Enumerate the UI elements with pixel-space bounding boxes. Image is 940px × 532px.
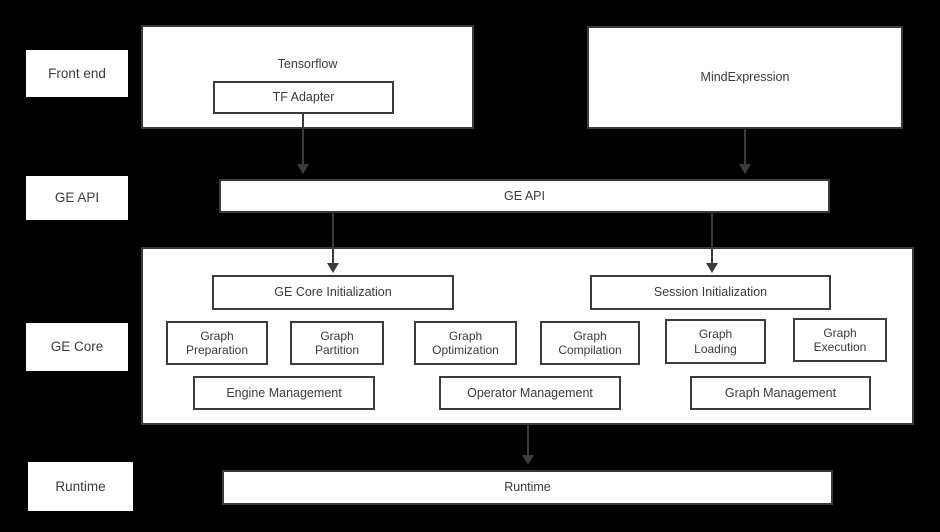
layer-label-front-end: Front end xyxy=(26,50,128,97)
connector-tf-adapter-to-ge-api xyxy=(302,114,304,166)
graph-execution-line2: Execution xyxy=(813,340,867,354)
mindexpression-container: MindExpression xyxy=(587,26,903,129)
layer-label-ge-core: GE Core xyxy=(26,323,128,371)
graph-loading-box[interactable]: Graph Loading xyxy=(665,319,766,364)
graph-preparation-line1: Graph xyxy=(200,328,234,343)
graph-partition-line1: Graph xyxy=(320,328,354,343)
graph-loading-line1: Graph xyxy=(698,327,733,342)
graph-optimization-line1: Graph xyxy=(448,328,483,343)
graph-execution-box[interactable]: Graph Execution xyxy=(793,318,887,362)
ge-core-initialization-box[interactable]: GE Core Initialization xyxy=(212,275,454,310)
arrowhead-ge-api-to-ge-core-initialization xyxy=(327,263,339,273)
graph-compilation-line1: Graph xyxy=(573,328,607,343)
layer-label-runtime: Runtime xyxy=(28,462,133,511)
graph-execution-line1: Graph xyxy=(823,325,857,340)
session-initialization-box[interactable]: Session Initialization xyxy=(590,275,831,310)
connector-ge-api-to-ge-core-initialization xyxy=(332,213,334,265)
graph-management-box[interactable]: Graph Management xyxy=(690,376,871,410)
arrowhead-mindexpression-to-ge-api xyxy=(739,164,751,174)
arrowhead-ge-core-to-runtime xyxy=(522,455,534,465)
graph-preparation-line2: Preparation xyxy=(185,343,249,357)
tensorflow-title: Tensorflow xyxy=(277,57,338,71)
tf-adapter-box[interactable]: TF Adapter xyxy=(213,81,394,114)
connector-ge-core-to-runtime xyxy=(527,425,529,457)
graph-partition-box[interactable]: Graph Partition xyxy=(290,321,384,365)
runtime-bar[interactable]: Runtime xyxy=(222,470,833,505)
operator-management-box[interactable]: Operator Management xyxy=(439,376,621,410)
engine-management-box[interactable]: Engine Management xyxy=(193,376,375,410)
graph-compilation-line2: Compilation xyxy=(558,343,622,357)
graph-optimization-box[interactable]: Graph Optimization xyxy=(414,321,517,365)
graph-optimization-line2: Optimization xyxy=(432,343,499,357)
connector-ge-api-to-session-initialization xyxy=(711,213,713,265)
mindexpression-title: MindExpression xyxy=(700,70,790,85)
layer-label-ge-api: GE API xyxy=(26,176,128,220)
graph-preparation-box[interactable]: Graph Preparation xyxy=(166,321,268,365)
arrowhead-tf-adapter-to-ge-api xyxy=(297,164,309,174)
graph-partition-line2: Partition xyxy=(314,343,360,357)
connector-mindexpression-to-ge-api xyxy=(744,129,746,167)
ge-api-bar[interactable]: GE API xyxy=(219,179,830,213)
graph-loading-line2: Loading xyxy=(694,341,737,356)
graph-compilation-box[interactable]: Graph Compilation xyxy=(540,321,640,365)
arrowhead-ge-api-to-session-initialization xyxy=(706,263,718,273)
